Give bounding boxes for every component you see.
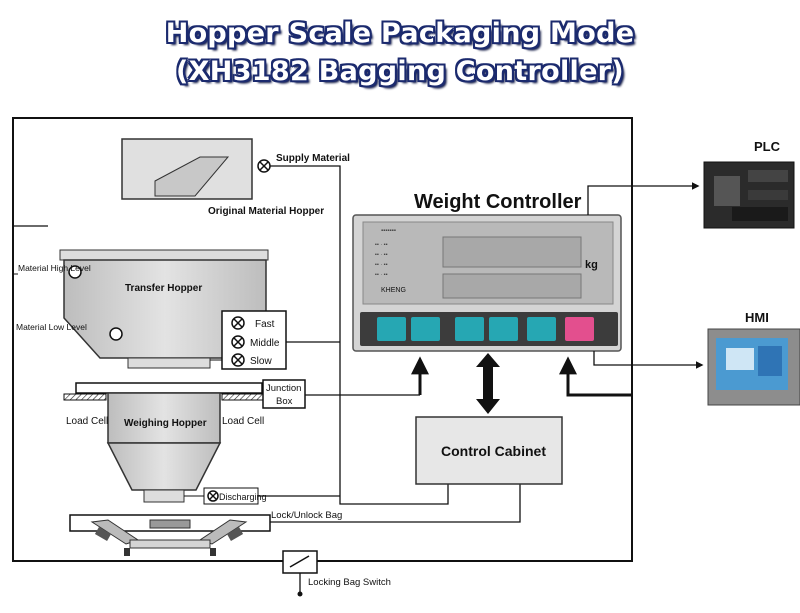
- discharging-label: Discharging: [219, 492, 267, 502]
- bag-clamp: [69, 514, 271, 556]
- controller-to-plc-wire: [587, 182, 700, 215]
- fast-valve-icon: [231, 316, 245, 330]
- key-5[interactable]: [527, 317, 556, 341]
- locking-bag-switch-label: Locking Bag Switch: [308, 577, 391, 588]
- svg-text:▪▪▪▪▪▪▪: ▪▪▪▪▪▪▪: [381, 228, 396, 234]
- title-line-1: Hopper Scale Packaging Mode: [165, 18, 635, 49]
- key-1[interactable]: [377, 317, 406, 341]
- svg-text:▪▪ · ▪▪: ▪▪ · ▪▪: [375, 272, 388, 278]
- control-cabinet-label: Control Cabinet: [441, 443, 546, 459]
- weighing-hopper-label: Weighing Hopper: [124, 418, 207, 429]
- brand-label: KHENG: [381, 287, 406, 294]
- bidirectional-arrow: [476, 353, 500, 414]
- hmi-device: [707, 328, 800, 406]
- title-line-2: (XH3182 Bagging Controller): [176, 56, 624, 87]
- slow-valve-icon: [231, 353, 245, 367]
- key-3[interactable]: [455, 317, 484, 341]
- key-6[interactable]: [565, 317, 594, 341]
- hmi-label: HMI: [745, 310, 769, 325]
- original-hopper-label: Original Material Hopper: [208, 206, 324, 217]
- supply-material-label: Supply Material: [276, 153, 350, 164]
- load-cell-left-label: Load Cell: [66, 416, 108, 427]
- plc-device: [703, 161, 795, 229]
- controller-keypad: [360, 312, 618, 346]
- supply-valve-icon: [257, 159, 271, 173]
- weighing-hopper: [106, 392, 222, 503]
- middle-valve-icon: [231, 335, 245, 349]
- middle-label: Middle: [250, 338, 280, 349]
- material-high-level-label: Material High Level: [18, 263, 91, 273]
- lock-unlock-bag-label: Lock/Unlock Bag: [271, 510, 342, 521]
- svg-text:▪▪ · ▪▪: ▪▪ · ▪▪: [375, 262, 388, 268]
- key-4[interactable]: [489, 317, 518, 341]
- load-cell-right-label: Load Cell: [222, 416, 264, 427]
- low-level-sensor-icon: [109, 327, 123, 341]
- junction-box: [262, 379, 306, 409]
- discharge-cabinet-wire: [339, 484, 449, 505]
- clamp-wire: [270, 484, 521, 523]
- slow-label: Slow: [250, 356, 272, 367]
- unit-kg-label: kg: [585, 259, 598, 271]
- supply-wire: [270, 165, 341, 500]
- box-label: Box: [276, 396, 293, 407]
- fast-label: Fast: [255, 319, 275, 330]
- svg-text:▪▪ · ▪▪: ▪▪ · ▪▪: [375, 252, 388, 258]
- control-cabinet: [415, 416, 563, 485]
- weight-controller-label: Weight Controller: [414, 191, 582, 213]
- original-material-hopper: [121, 138, 253, 200]
- material-low-level-label: Material Low Level: [16, 322, 87, 332]
- right-input-wire: [559, 356, 632, 397]
- high-level-sensor-icon: [68, 265, 82, 279]
- transfer-hopper-label: Transfer Hopper: [125, 283, 202, 294]
- svg-text:▪▪ · ▪▪: ▪▪ · ▪▪: [375, 242, 388, 248]
- discharging-valve-icon: [203, 487, 259, 505]
- key-2[interactable]: [411, 317, 440, 341]
- junction-label: Junction: [266, 383, 301, 394]
- locking-bag-switch-icon: [282, 550, 318, 597]
- controller-to-hmi-wire: [593, 351, 704, 369]
- plc-label: PLC: [754, 139, 781, 154]
